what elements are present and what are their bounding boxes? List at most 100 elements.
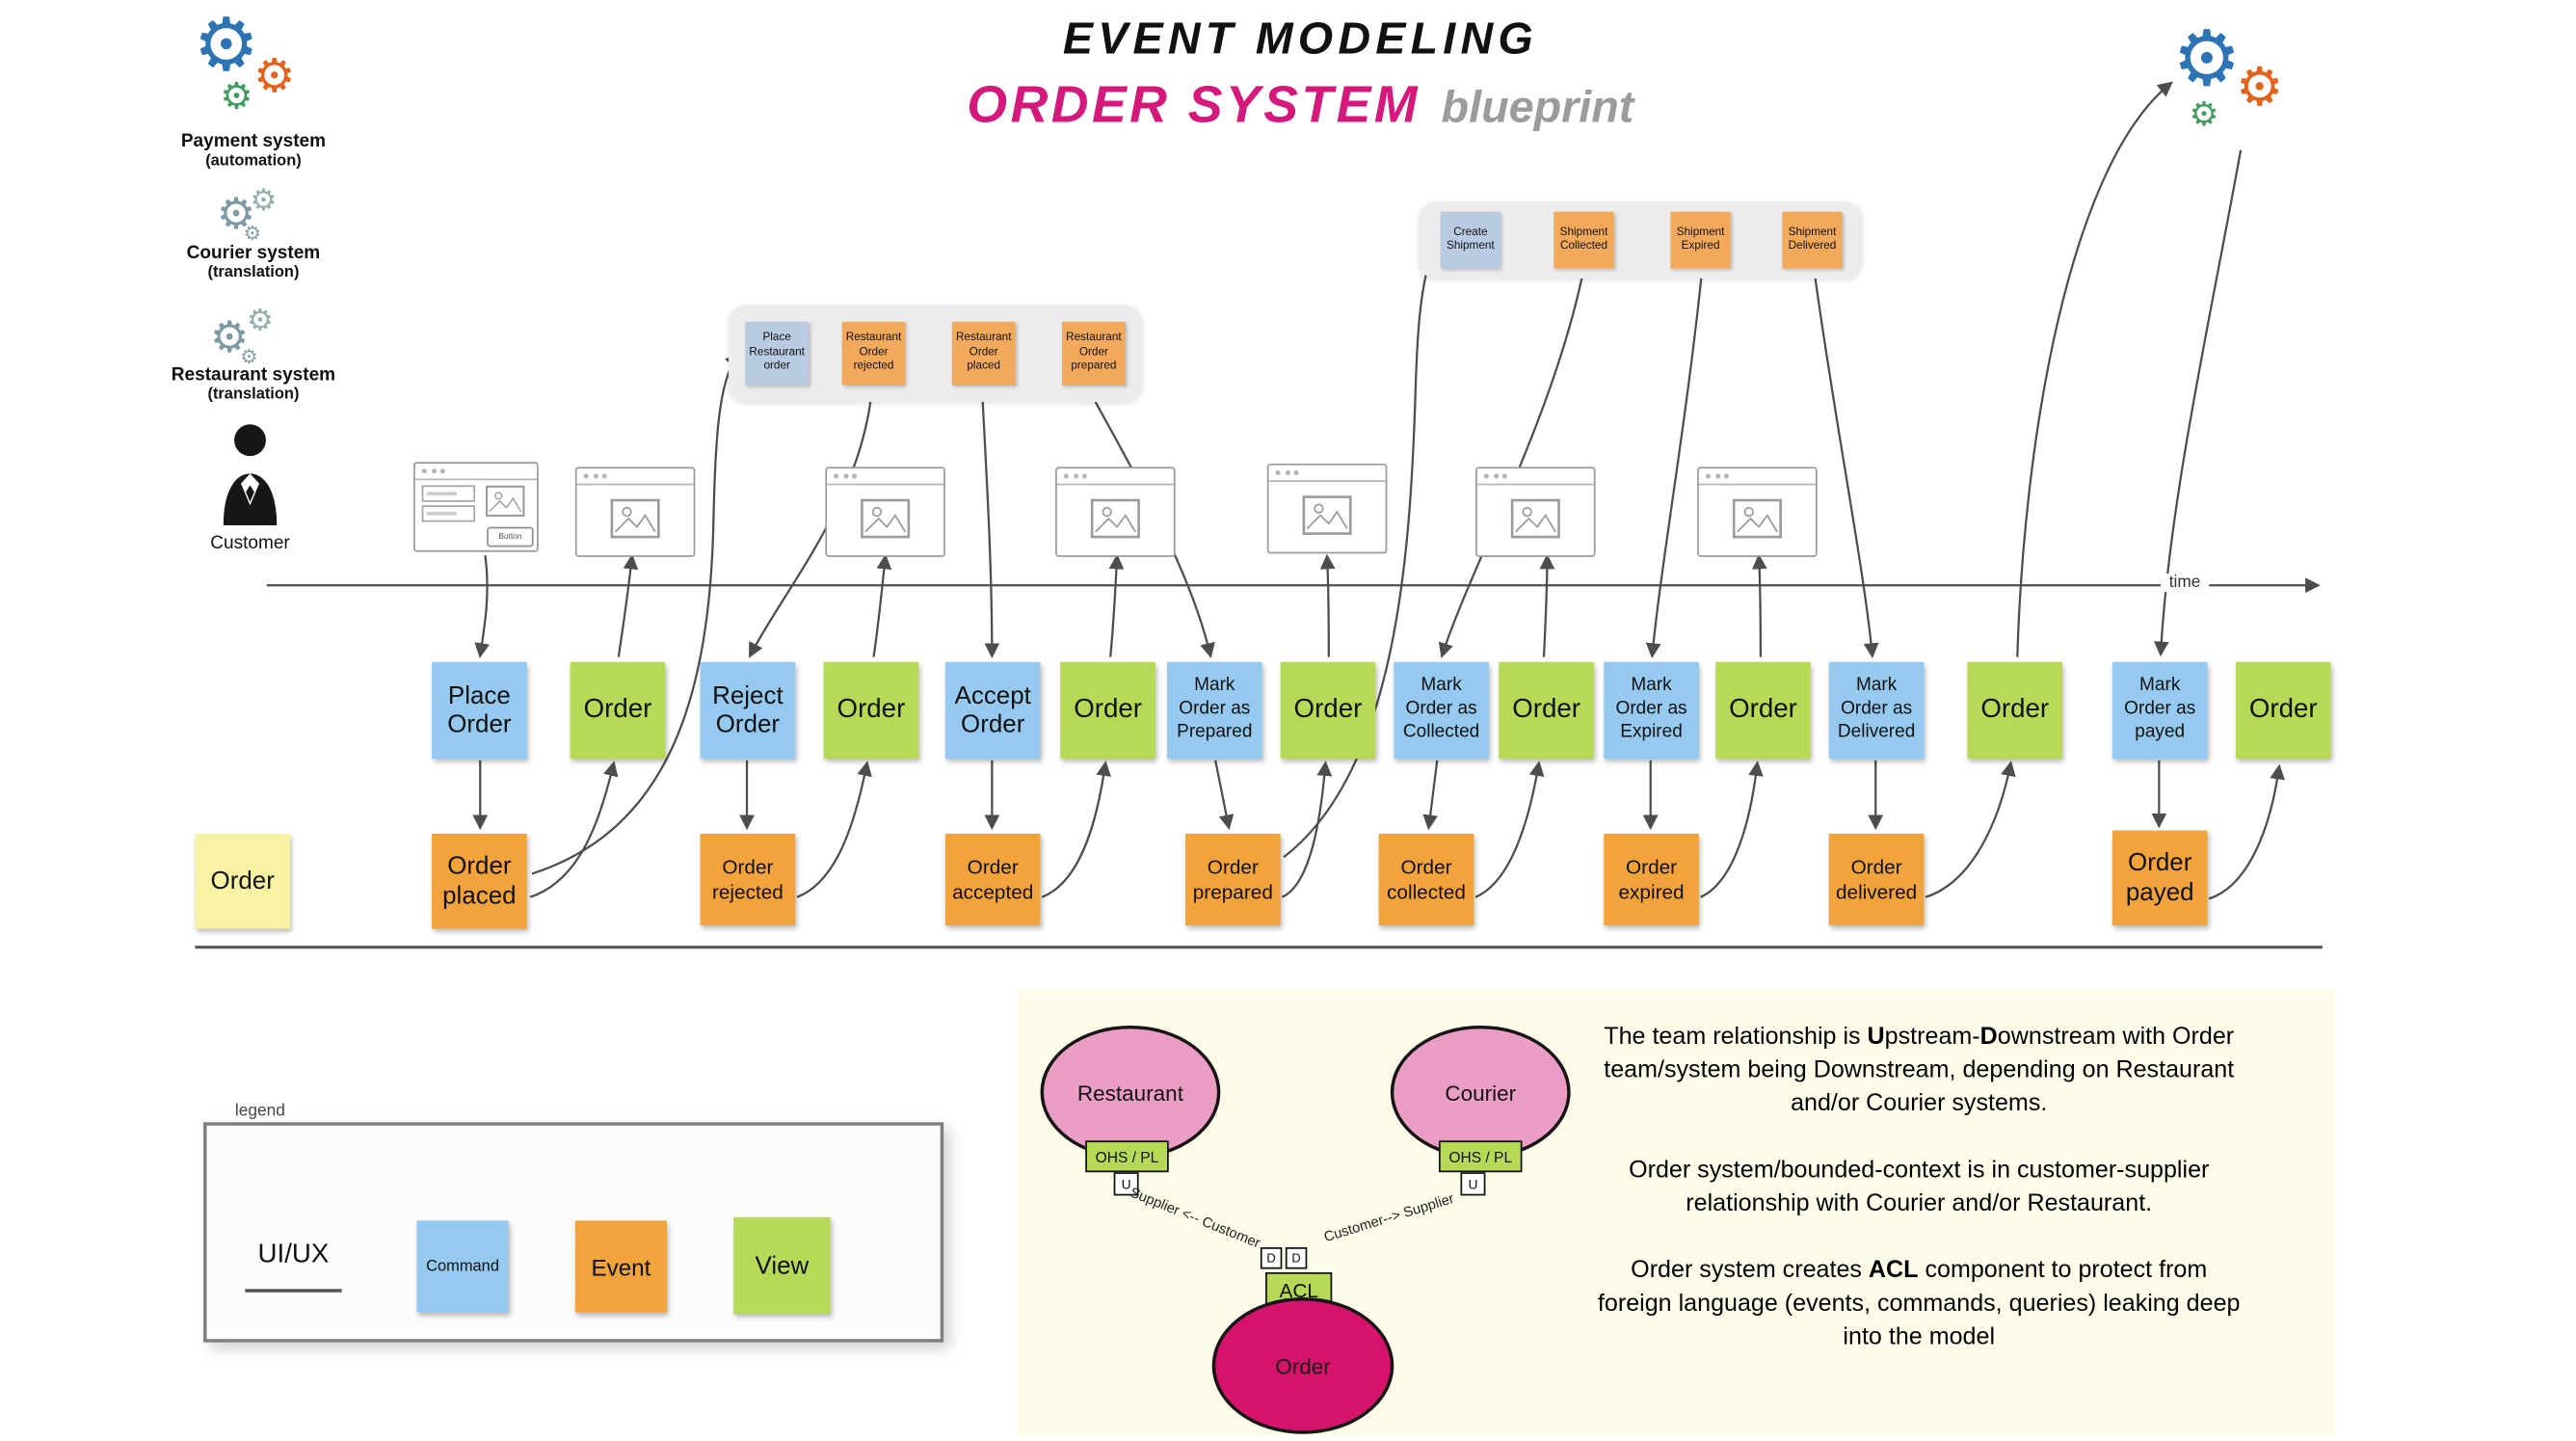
note-shipment-collected: Shipment Collected	[1554, 211, 1614, 269]
restaurant-system-label: Restaurant system (translation)	[171, 364, 336, 404]
context-note-upstream-downstream: The team relationship is Upstream-Downst…	[1604, 1024, 2235, 1118]
gear-icon: ⚙	[216, 190, 256, 241]
context-map-panel: Restaurant Courier OHS / PL OHS / PL U U…	[1017, 988, 2334, 1436]
restaurant-system-icon: ⚙ ⚙ ⚙	[203, 303, 290, 370]
legend-view-note: View	[733, 1216, 831, 1315]
wireframe-place-order-screen: Button	[413, 462, 539, 552]
title-order-system: ORDER SYSTEM	[967, 74, 1421, 134]
command-mark-order-payed: Mark Order as payed	[2111, 661, 2208, 760]
note-restaurant-order-rejected: Restaurant Order rejected	[841, 321, 906, 386]
legend-uiux: UI/UX	[245, 1222, 342, 1293]
note-restaurant-order-prepared: Restaurant Order prepared	[1062, 321, 1126, 386]
view-order-3: Order	[1060, 661, 1155, 760]
page-title: EVENT MODELING ORDER SYSTEM blueprint	[800, 13, 1800, 135]
payment-automation-icon: ⚙ ⚙ ⚙	[2172, 13, 2298, 137]
wireframe-order-view-1	[574, 467, 696, 557]
command-mark-order-collected: Mark Order as Collected	[1394, 661, 1489, 760]
note-restaurant-order-placed: Restaurant Order placed	[951, 321, 1016, 386]
view-order-7: Order	[1967, 661, 2063, 760]
event-order-placed: Order placed	[432, 834, 527, 929]
wireframe-titlebar	[1476, 468, 1594, 486]
wireframe-titlebar	[414, 464, 538, 481]
gear-icon: ⚙	[209, 313, 250, 364]
context-note-acl: Order system creates ACL component to pr…	[1597, 1257, 2241, 1351]
wireframe-titlebar	[1268, 466, 1386, 482]
gear-icon: ⚙	[243, 222, 262, 246]
view-order-2: Order	[823, 661, 919, 760]
context-restaurant-ellipse: Restaurant	[1040, 1025, 1221, 1160]
gear-icon: ⚙	[2189, 93, 2219, 134]
legend-command-note: Command	[416, 1220, 509, 1313]
view-order-5: Order	[1499, 661, 1594, 760]
legend-title: legend	[228, 1102, 292, 1121]
note-create-shipment: Create Shipment	[1440, 211, 1500, 269]
note-place-restaurant-order: Place Restaurant order	[745, 321, 810, 386]
context-notes: The team relationship is Upstream-Downst…	[1592, 1021, 2245, 1388]
restaurant-translation-panel: Place Restaurant order Restaurant Order …	[729, 305, 1143, 402]
wireframe-titlebar	[827, 468, 944, 486]
event-order-rejected: Order rejected	[700, 834, 796, 926]
event-order-expired: Order expired	[1604, 834, 1699, 926]
gear-icon: ⚙	[2235, 55, 2284, 119]
context-note-customer-supplier: Order system/bounded-context is in custo…	[1629, 1157, 2210, 1217]
courier-system-label: Courier system (translation)	[186, 243, 321, 282]
context-order-ellipse: Order	[1211, 1296, 1394, 1434]
wireframe-order-view-2	[825, 467, 945, 557]
event-order-payed: Order payed	[2111, 830, 2208, 926]
customer-person-icon	[223, 424, 278, 525]
gear-icon: ⚙	[2172, 13, 2242, 104]
command-mark-order-delivered: Mark Order as Delivered	[1828, 661, 1925, 760]
gear-icon: ⚙	[250, 183, 278, 219]
image-placeholder-icon	[827, 485, 943, 551]
view-order-8: Order	[2235, 661, 2331, 760]
button-sketch: Button	[487, 526, 534, 547]
gear-icon: ⚙	[247, 303, 274, 339]
image-placeholder-icon	[1699, 485, 1816, 551]
input-field-sketch	[421, 485, 476, 502]
command-mark-order-expired: Mark Order as Expired	[1604, 661, 1699, 760]
courier-translation-panel: Create Shipment Shipment Collected Shipm…	[1419, 201, 1863, 279]
context-courier-ellipse: Courier	[1390, 1025, 1571, 1160]
note-shipment-expired: Shipment Expired	[1670, 211, 1731, 269]
upstream-marker: U	[1460, 1172, 1486, 1196]
command-accept-order: Accept Order	[944, 661, 1041, 760]
title-event-modeling: EVENT MODELING	[1062, 13, 1538, 64]
title-blueprint: blueprint	[1441, 81, 1634, 132]
ohs-pl-label-courier: OHS / PL	[1438, 1140, 1523, 1173]
image-placeholder-icon	[1269, 482, 1386, 548]
downstream-marker: D	[1260, 1247, 1283, 1269]
image-placeholder-icon	[485, 485, 525, 517]
relation-label-left: Supplier <-- Customer	[1128, 1183, 1263, 1251]
event-order-delivered: Order delivered	[1828, 834, 1925, 926]
upstream-marker: U	[1113, 1172, 1139, 1196]
payment-system-icon: ⚙ ⚙ ⚙	[194, 10, 314, 126]
wireframe-order-view-3	[1055, 467, 1176, 557]
command-reject-order: Reject Order	[700, 661, 796, 760]
relation-label-right: Customer--> Supplier	[1321, 1189, 1456, 1245]
title-subtitle: ORDER SYSTEM blueprint	[800, 75, 1800, 135]
ohs-pl-label-restaurant: OHS / PL	[1085, 1140, 1169, 1173]
gear-icon: ⚙	[240, 345, 258, 369]
timeline-label: time	[2161, 574, 2210, 593]
gear-icon: ⚙	[220, 76, 253, 119]
wireframe-titlebar	[1698, 468, 1816, 486]
view-order-1: Order	[570, 661, 666, 760]
wireframe-titlebar	[576, 468, 694, 486]
event-order-collected: Order collected	[1378, 834, 1474, 926]
legend-event-note: Event	[574, 1220, 667, 1313]
command-place-order: Place Order	[432, 661, 527, 760]
view-order-6: Order	[1715, 661, 1811, 760]
event-order-accepted: Order accepted	[944, 834, 1041, 926]
wireframe-titlebar	[1056, 468, 1174, 486]
gear-icon: ⚙	[252, 48, 296, 104]
image-placeholder-icon	[577, 485, 694, 551]
payment-system-label: Payment system (automation)	[180, 131, 327, 171]
event-order-prepared: Order prepared	[1185, 834, 1281, 926]
customer-label: Customer	[210, 533, 290, 554]
downstream-marker: D	[1285, 1247, 1308, 1269]
aggregate-note-order: Order	[195, 834, 291, 929]
note-shipment-delivered: Shipment Delivered	[1782, 211, 1843, 269]
command-mark-order-prepared: Mark Order as Prepared	[1167, 661, 1262, 760]
image-placeholder-icon	[1057, 485, 1174, 551]
